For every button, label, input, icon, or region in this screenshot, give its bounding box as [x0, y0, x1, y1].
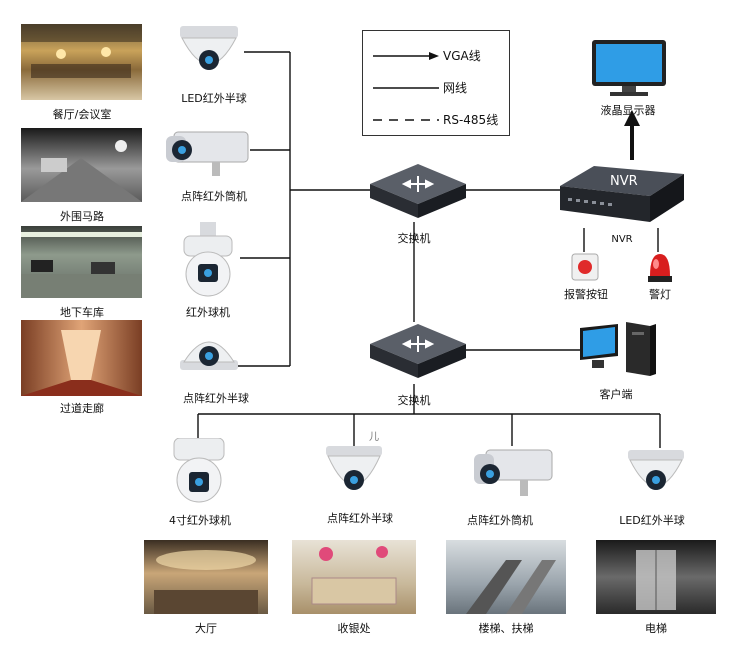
- scene-photo-lobby: [144, 540, 268, 614]
- scene-label-corridor: 过道走廊: [60, 402, 104, 415]
- scene-photo-escalator: [446, 540, 566, 614]
- camera-label-left-3: 红外球机: [186, 306, 230, 319]
- legend-vga-label: VGA线: [443, 49, 481, 63]
- legend-net: 网线: [371, 77, 507, 97]
- scene-photo-elevator: [596, 540, 716, 614]
- nvr-face-text: NVR: [610, 174, 638, 189]
- camera-label-left-1: LED红外半球: [181, 92, 247, 105]
- alarm-light-icon: [648, 254, 672, 282]
- network-switch-icon: [370, 164, 466, 218]
- scene-label-road: 外围马路: [60, 210, 104, 223]
- scene-photo-restaurant: [21, 24, 142, 100]
- legend-rs485-label: RS-485线: [443, 113, 499, 127]
- speed-dome-icon: [183, 222, 233, 297]
- dome-camera-icon: [628, 450, 684, 490]
- network-switch-icon: [370, 324, 466, 378]
- client-computer-icon: [580, 322, 656, 376]
- legend-vga: VGA线: [371, 45, 507, 65]
- switch-top-label: 交换机: [397, 232, 431, 245]
- camera-label-left-2: 点阵红外筒机: [181, 190, 247, 203]
- nvr-caption: NVR: [611, 234, 633, 245]
- alarm-button-label: 报警按钮: [564, 288, 608, 301]
- monitor-icon: [592, 40, 666, 96]
- scene-label-cashier: 收银处: [337, 622, 371, 635]
- camera-label-bottom-4: LED红外半球: [619, 514, 685, 527]
- camera-label-bottom-2: 点阵红外半球: [327, 512, 393, 525]
- camera-label-bottom-1: 4寸红外球机: [169, 514, 231, 527]
- alarm-button-icon: [571, 253, 599, 281]
- scene-label-elevator: 电梯: [645, 622, 667, 635]
- legend-box: VGA线 网线 RS-485线: [362, 30, 510, 136]
- bullet-camera-icon: [474, 449, 553, 496]
- nvr-device: NVR: [560, 160, 684, 228]
- bullet-camera-icon: [166, 131, 249, 176]
- camera-label-left-4: 点阵红外半球: [183, 392, 249, 405]
- dome-camera-icon: [180, 341, 238, 370]
- client-label: 客户端: [599, 388, 633, 401]
- scene-photo-corridor: [21, 320, 142, 396]
- camera-label-bottom-3: 点阵红外筒机: [467, 514, 533, 527]
- scene-label-lobby: 大厅: [195, 622, 217, 635]
- scene-label-garage: 地下车库: [60, 306, 104, 319]
- alarm-light-label: 警灯: [649, 288, 671, 301]
- scene-label-restaurant: 餐厅/会议室: [52, 108, 112, 121]
- switch-bottom-label: 交换机: [397, 394, 431, 407]
- monitor-label: 液晶显示器: [600, 104, 656, 117]
- dome-camera-icon: [180, 26, 238, 70]
- scene-photo-garage: [21, 226, 142, 298]
- scene-label-escalator: 楼梯、扶梯: [478, 622, 534, 635]
- scene-photo-road: [21, 128, 142, 202]
- legend-rs485: RS-485线: [371, 109, 507, 129]
- dome-camera-icon: [326, 446, 382, 490]
- legend-net-label: 网线: [443, 81, 468, 95]
- speed-dome-icon: [173, 438, 225, 503]
- stray-mark: 儿: [369, 432, 379, 443]
- scene-photo-cashier: [292, 540, 416, 614]
